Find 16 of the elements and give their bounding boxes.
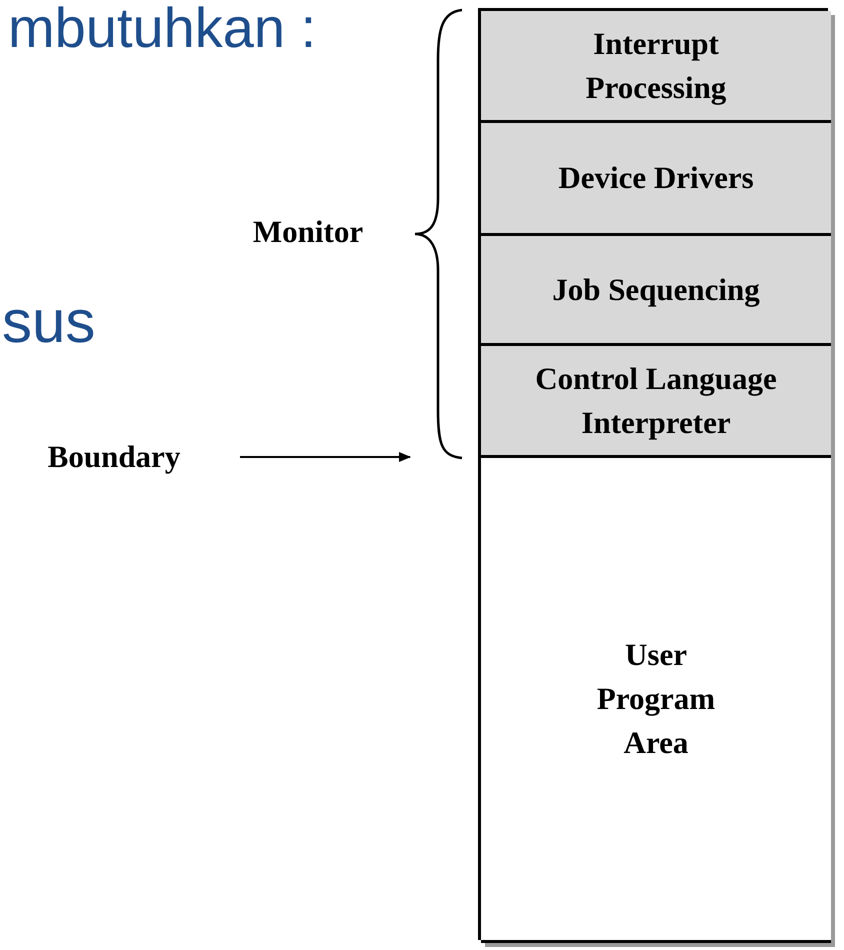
- curly-brace: [412, 8, 464, 460]
- memory-region: [481, 11, 831, 123]
- region-label: Boundary: [48, 438, 180, 476]
- region-label: Control Language Interpreter: [534, 360, 778, 442]
- region-label: Interrupt Processing: [584, 24, 728, 107]
- slide-text: sus: [2, 292, 96, 352]
- memory-region: [481, 123, 831, 236]
- region-label: User Program Area: [596, 636, 716, 762]
- region-label: Job Sequencing: [552, 270, 760, 309]
- region-label: Device Drivers: [558, 159, 754, 197]
- memory-region: [481, 346, 831, 458]
- slide-text: mbutuhkan :: [8, 0, 316, 56]
- memory-region: [481, 458, 831, 943]
- arrow: [240, 452, 411, 462]
- region-label: Monitor: [252, 213, 364, 251]
- memory-region: [481, 236, 831, 346]
